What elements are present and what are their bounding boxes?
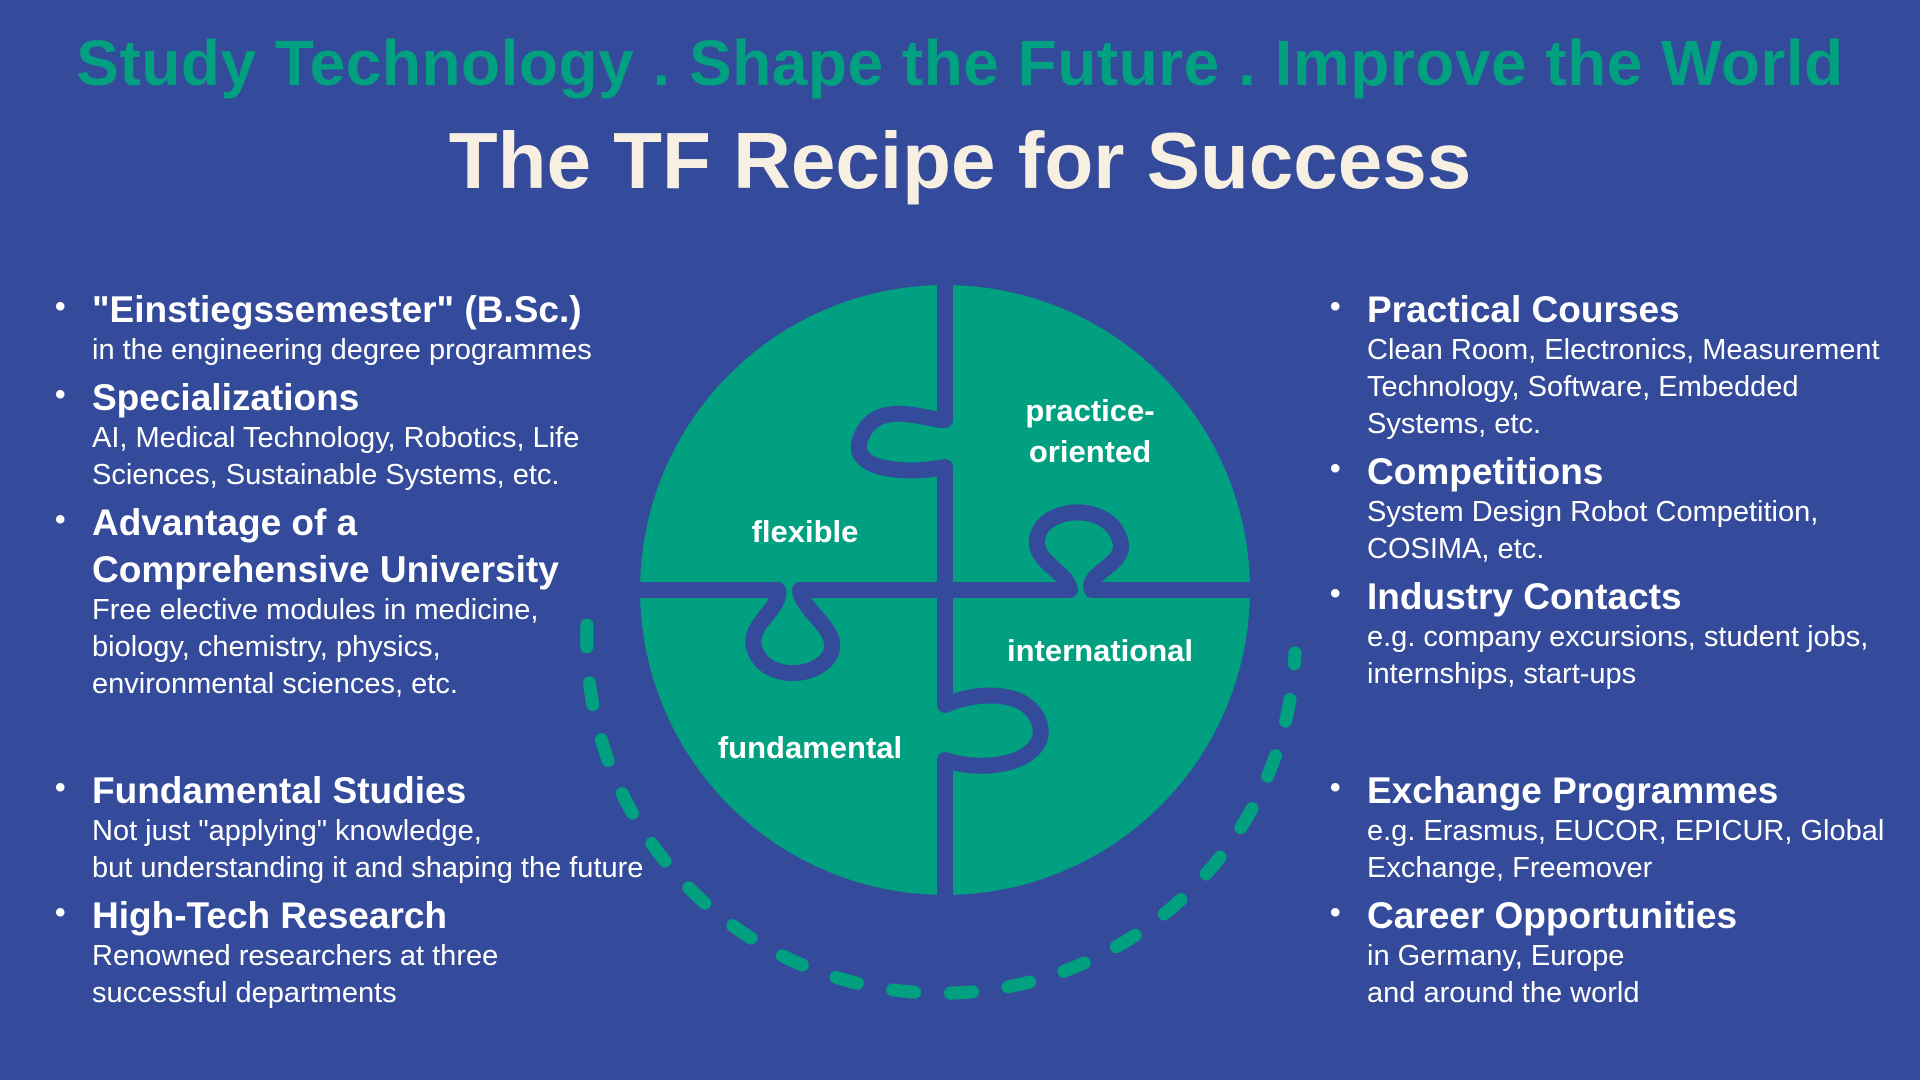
tagline: Study Technology . Shape the Future . Im… (76, 27, 1844, 99)
puzzle-seam-right (945, 504, 1255, 598)
right-top-list: • Practical Courses Clean Room, Electron… (1330, 286, 1880, 694)
puzzle-label-international: international (1006, 633, 1193, 668)
bullet: • (1330, 896, 1341, 929)
item-desc: in the engineering degree programmes (92, 334, 592, 366)
list-item: • Specializations AI, Medical Technology… (55, 374, 592, 495)
bullet: • (1330, 290, 1341, 323)
puzzle-seam-left (635, 582, 945, 682)
item-desc: Renowned researchers at three (92, 940, 499, 972)
bullet: • (55, 896, 66, 929)
item-desc: but understanding it and shaping the fut… (92, 852, 644, 884)
item-desc: internships, start-ups (1367, 658, 1637, 690)
item-desc: biology, chemistry, physics, (92, 631, 441, 663)
item-title: Industry Contacts (1367, 576, 1682, 617)
puzzle-seam-bottom (937, 590, 1049, 900)
item-desc: Systems, etc. (1367, 408, 1542, 440)
item-title: Career Opportunities (1367, 895, 1738, 936)
bullet: • (55, 290, 66, 323)
list-item: • Advantage of a Comprehensive Universit… (55, 499, 592, 704)
left-bottom-list: • Fundamental Studies Not just "applying… (55, 767, 643, 1013)
item-title: "Einstiegssemester" (B.Sc.) (92, 289, 582, 330)
bullet: • (1330, 452, 1341, 485)
puzzle-label-flexible: flexible (751, 514, 859, 549)
item-title: Specializations (92, 377, 360, 418)
bullet: • (55, 378, 66, 411)
list-item: • Competitions System Design Robot Compe… (1330, 448, 1880, 569)
bullet: • (1330, 771, 1341, 804)
puzzle-label-fundamental: fundamental (717, 730, 903, 765)
puzzle-label-practice-oriented: practice- oriented (1010, 390, 1170, 472)
puzzle-seam-top (850, 280, 953, 590)
item-title: High-Tech Research (92, 895, 448, 936)
item-desc: successful departments (92, 977, 397, 1009)
item-title: Fundamental Studies (92, 770, 467, 811)
item-desc: e.g. company excursions, student jobs, (1367, 621, 1869, 653)
item-title: Advantage of a (92, 502, 358, 543)
item-title: Practical Courses (1367, 289, 1680, 330)
item-desc: System Design Robot Competition, (1367, 496, 1819, 528)
puzzle-label-practice-line1: practice- (1025, 393, 1155, 428)
bullet: • (1330, 577, 1341, 610)
dashed-arc (580, 618, 1302, 1000)
list-item: • "Einstiegssemester" (B.Sc.) in the eng… (55, 286, 592, 370)
list-item: • High-Tech Research Renowned researcher… (55, 892, 643, 1013)
item-desc: Sciences, Sustainable Systems, etc. (92, 459, 560, 491)
item-desc: environmental sciences, etc. (92, 668, 458, 700)
list-item: • Career Opportunities in Germany, Europ… (1330, 892, 1884, 1013)
item-desc: Exchange, Freemover (1367, 852, 1653, 884)
item-desc: in Germany, Europe (1367, 940, 1625, 972)
item-title: Comprehensive University (92, 549, 559, 590)
list-item: • Fundamental Studies Not just "applying… (55, 767, 643, 888)
item-desc: Not just "applying" knowledge, (92, 815, 482, 847)
item-desc: COSIMA, etc. (1367, 533, 1545, 565)
right-bottom-list: • Exchange Programmes e.g. Erasmus, EUCO… (1330, 767, 1884, 1013)
item-desc: Technology, Software, Embedded (1367, 371, 1799, 403)
left-top-list: • "Einstiegssemester" (B.Sc.) in the eng… (55, 286, 592, 704)
item-desc: Free elective modules in medicine, (92, 594, 539, 626)
item-title: Exchange Programmes (1367, 770, 1779, 811)
bullet: • (55, 503, 66, 536)
list-item: • Practical Courses Clean Room, Electron… (1330, 286, 1880, 444)
item-desc: e.g. Erasmus, EUCOR, EPICUR, Global (1367, 815, 1885, 847)
puzzle-label-practice-line2: oriented (1028, 434, 1152, 469)
list-item: • Exchange Programmes e.g. Erasmus, EUCO… (1330, 767, 1884, 888)
item-desc: and around the world (1367, 977, 1640, 1009)
item-title: Competitions (1367, 451, 1604, 492)
list-item: • Industry Contacts e.g. company excursi… (1330, 573, 1880, 694)
page-title: The TF Recipe for Success (448, 116, 1472, 205)
item-desc: Clean Room, Electronics, Measurement (1367, 334, 1880, 366)
item-desc: AI, Medical Technology, Robotics, Life (92, 422, 580, 454)
bullet: • (55, 771, 66, 804)
